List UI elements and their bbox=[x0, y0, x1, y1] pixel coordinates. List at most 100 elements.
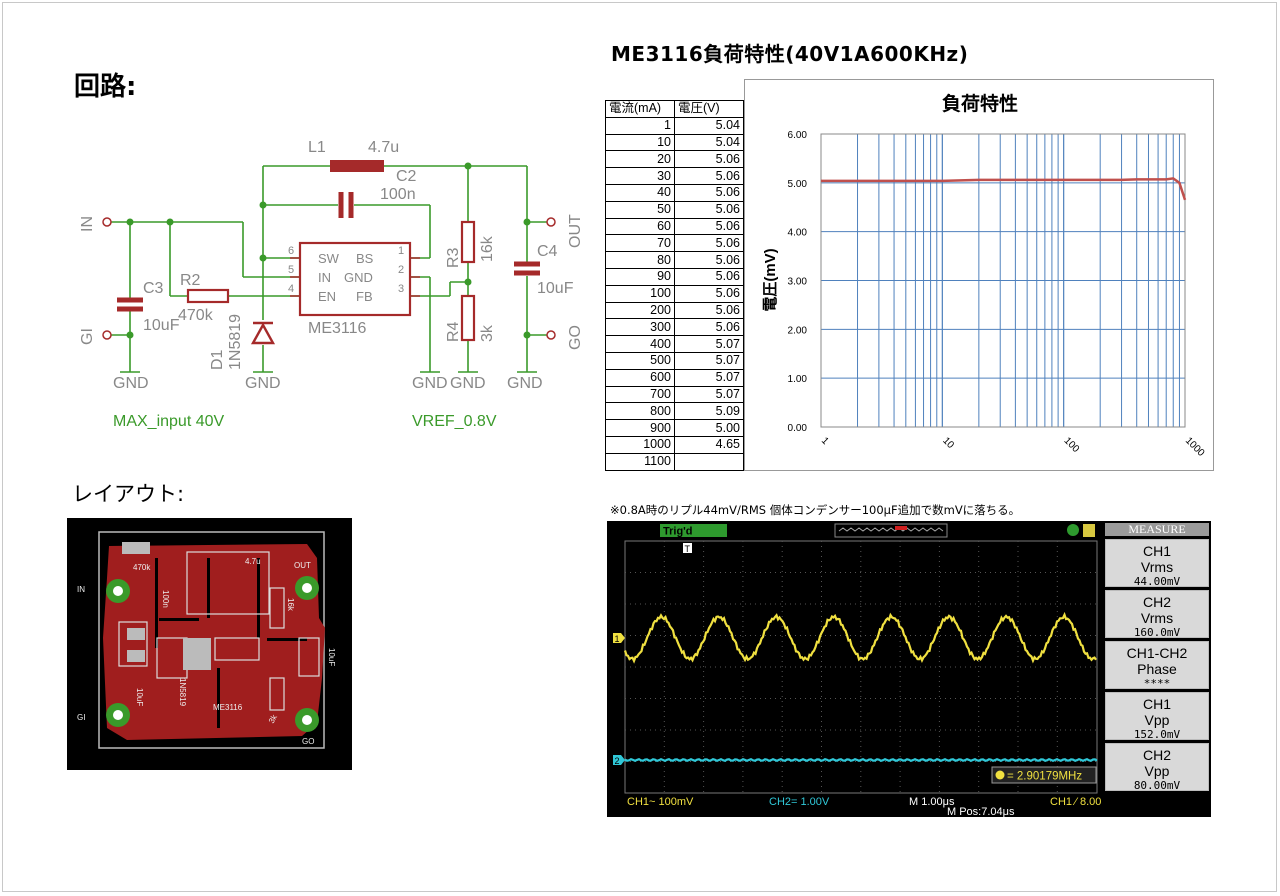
measure-value: 152.0mV bbox=[1133, 728, 1181, 741]
cell-current: 20 bbox=[605, 150, 675, 169]
ch2-waveform bbox=[624, 757, 1098, 763]
label-in: IN bbox=[79, 216, 96, 232]
cell-current: 400 bbox=[605, 335, 675, 353]
cell-voltage: 5.06 bbox=[674, 251, 744, 269]
pin-gnd: GND bbox=[344, 270, 373, 285]
label-go: GO bbox=[567, 325, 584, 350]
pin-2: 2 bbox=[398, 264, 404, 276]
trigger-setting: CH1 ⁄ 8.00mV bbox=[1050, 796, 1101, 808]
cell-voltage: 5.04 bbox=[674, 133, 744, 152]
frequency-readout: = 2.90179MHz bbox=[1007, 771, 1082, 783]
measure-ch: CH1-CH2 bbox=[1126, 645, 1188, 661]
pcb-label-r3: 16k bbox=[286, 598, 295, 612]
cell-current: 70 bbox=[605, 234, 675, 253]
time-scale: M 1.00μs bbox=[909, 796, 955, 808]
pin-4: 4 bbox=[288, 283, 294, 295]
schematic-wires bbox=[110, 165, 547, 372]
measure-type: Vpp bbox=[1144, 763, 1170, 779]
pcb-label-d1: 1N5819 bbox=[178, 678, 187, 707]
m-pos: M Pos:7.04μs bbox=[947, 806, 1015, 817]
pin-3: 3 bbox=[398, 283, 404, 295]
y-axis-label: 電圧(mV) bbox=[762, 248, 779, 311]
gnd-label-3: GND bbox=[412, 375, 448, 392]
pin-in: IN bbox=[318, 270, 331, 285]
oscilloscope-screen: Trig'd T 1 2 = 2.90179MHz CH1~ 100mV CH2… bbox=[607, 521, 1211, 817]
cell-voltage: 5.07 bbox=[674, 368, 744, 387]
r4-value: 3k bbox=[479, 324, 496, 342]
measure-value: **** bbox=[1143, 677, 1171, 690]
l1-value: 4.7u bbox=[368, 139, 399, 156]
l1-name: L1 bbox=[308, 139, 326, 156]
measure-type: Phase bbox=[1137, 661, 1177, 677]
pin-sw: SW bbox=[318, 251, 340, 266]
gnd-label-2: GND bbox=[245, 375, 281, 392]
cell-voltage: 5.06 bbox=[674, 318, 744, 337]
cell-current: 700 bbox=[605, 385, 675, 404]
pcb-gaps bbox=[155, 558, 307, 728]
measure-title: MEASURE bbox=[1105, 523, 1209, 536]
measure-ch: CH1 bbox=[1142, 696, 1171, 712]
y-tick-label: 3.00 bbox=[788, 277, 808, 288]
cell-current: 50 bbox=[605, 200, 675, 219]
pin-fb: FB bbox=[356, 289, 373, 304]
pcb-holes bbox=[106, 576, 319, 732]
cell-voltage: 5.07 bbox=[674, 351, 744, 370]
d1-value: 1N5819 bbox=[227, 314, 244, 370]
capacitor-c4 bbox=[514, 261, 540, 276]
cell-current: 10 bbox=[605, 133, 675, 152]
trigger-position-bar bbox=[834, 523, 948, 538]
run-icon bbox=[1067, 524, 1079, 536]
ch1-waveform bbox=[623, 611, 1097, 664]
pin-1: 1 bbox=[398, 245, 404, 257]
y-tick-label: 4.00 bbox=[788, 228, 808, 239]
measure-type: Vpp bbox=[1144, 712, 1170, 728]
cell-voltage: 5.00 bbox=[674, 419, 744, 437]
pcb-layout: IN GI OUT GO 4.7u 470k 16k 3k 100n 10uF … bbox=[67, 518, 352, 770]
d1-name: D1 bbox=[209, 349, 226, 370]
cell-current: 40 bbox=[605, 183, 675, 202]
pcb-label-gi: GI bbox=[77, 713, 85, 722]
ch2-scale: CH2= 1.00V bbox=[769, 796, 830, 808]
pcb-silkscreen bbox=[118, 551, 320, 711]
ic-pins bbox=[290, 257, 420, 297]
measure-value: 80.00mV bbox=[1133, 779, 1181, 792]
pcb-label-ic: ME3116 bbox=[213, 703, 243, 712]
y-tick-label: 6.00 bbox=[788, 130, 808, 141]
cell-current: 80 bbox=[605, 251, 675, 269]
pcb-label-c3: 10uF bbox=[135, 688, 144, 706]
cell-current: 200 bbox=[605, 301, 675, 320]
ic-me3116 bbox=[298, 241, 412, 317]
measure-type: Vrms bbox=[1140, 559, 1174, 575]
ic-name: ME3116 bbox=[308, 320, 367, 337]
cell-current: 90 bbox=[605, 267, 675, 286]
pin-en: EN bbox=[318, 289, 336, 304]
pin-bs: BS bbox=[356, 251, 374, 266]
schematic: IN GI OUT GO GND GND GND GND GND L1 4.7u… bbox=[79, 139, 584, 430]
pcb-label-c4: 10uF bbox=[327, 648, 336, 666]
label-out: OUT bbox=[567, 214, 584, 248]
header-current: 電流(mA) bbox=[605, 100, 675, 118]
cell-current: 800 bbox=[605, 402, 675, 421]
cell-current: 100 bbox=[605, 284, 675, 303]
ch1-marker: 1 bbox=[615, 634, 620, 644]
pcb-label-l: 4.7u bbox=[245, 557, 261, 566]
cell-voltage: 5.07 bbox=[674, 335, 744, 353]
r4-name: R4 bbox=[445, 321, 462, 342]
cell-voltage: 5.07 bbox=[674, 385, 744, 404]
y-tick-label: 5.00 bbox=[788, 179, 808, 190]
